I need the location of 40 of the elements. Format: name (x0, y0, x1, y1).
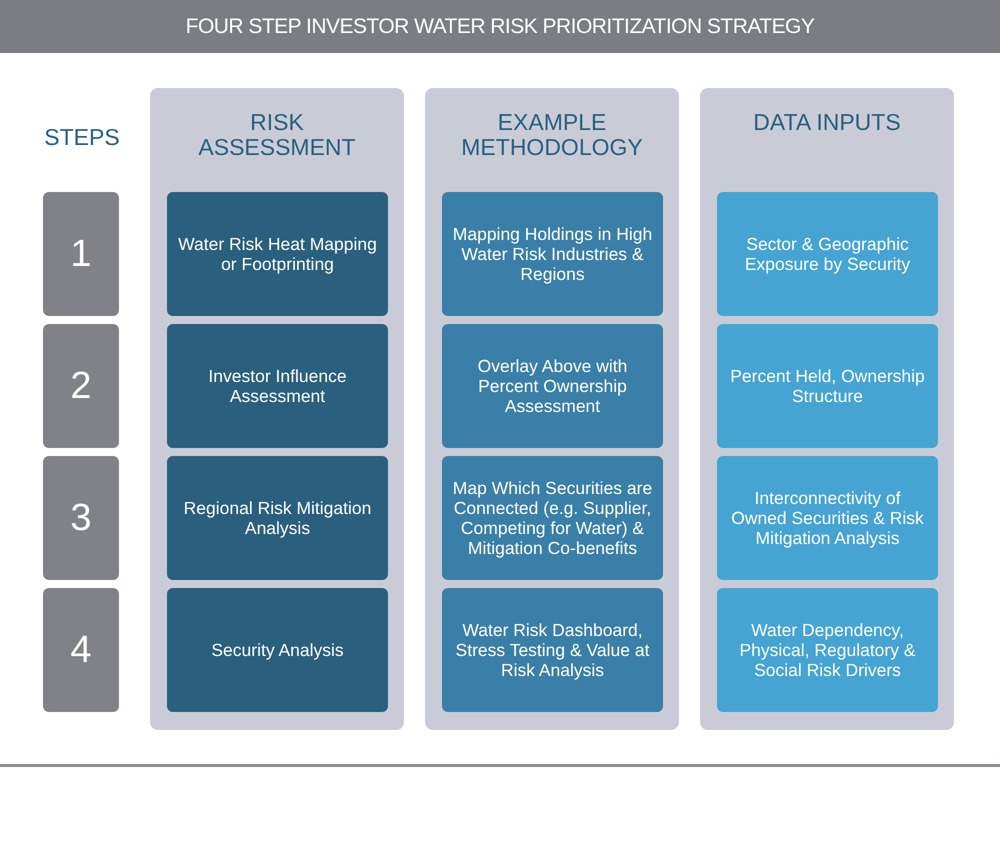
column-heading: EXAMPLE METHODOLOGY (460, 110, 644, 160)
step-number-box (43, 456, 119, 580)
box-text: Water Risk Dashboard, Stress Testing & Value at Risk Analysis (454, 620, 650, 680)
box-text: Percent Held, Ownership Structure (729, 366, 926, 406)
process-box (167, 324, 388, 448)
process-box (442, 456, 663, 580)
column-panel (700, 88, 954, 730)
column-heading: DATA INPUTS (752, 110, 902, 135)
box-text: Water Risk Heat Mapping or Footprinting (177, 234, 378, 274)
process-box (167, 192, 388, 316)
step-number: 1 (70, 232, 92, 276)
box-text: Investor Influence Assessment (207, 366, 348, 406)
process-box (167, 456, 388, 580)
process-box (442, 588, 663, 712)
title-banner: FOUR STEP INVESTOR WATER RISK PRIORITIZATION STRATEGY (0, 0, 1000, 53)
process-box (442, 324, 663, 448)
step-number-box (43, 588, 119, 712)
box-text: Security Analysis (211, 640, 344, 660)
process-box (717, 192, 938, 316)
box-text: Water Dependency, Physical, Regulatory & Social Risk Drivers (738, 620, 917, 680)
process-box (717, 456, 938, 580)
step-number-box (43, 324, 119, 448)
box-text: Overlay Above with Percent Ownership Assessment (476, 356, 628, 416)
box-text: Interconnectivity of Owned Securities & Risk Mitigation Analysis (730, 488, 925, 548)
column-heading: STEPS (44, 123, 120, 152)
column-panel (425, 88, 679, 730)
column-panel (150, 88, 404, 730)
step-number-box (43, 192, 119, 316)
box-text: Map Which Securities are Connected (e.g. Supplier, Competing for Water) & Mitigation Co-benefits (452, 478, 654, 558)
box-text: Regional Risk Mitigation Analysis (182, 498, 372, 538)
process-box (442, 192, 663, 316)
box-text: Mapping Holdings in High Water Risk Industries & Regions (452, 224, 654, 284)
step-number: 3 (70, 496, 92, 540)
column-heading: RISK ASSESSMENT (197, 110, 357, 160)
process-box (167, 588, 388, 712)
process-box (717, 324, 938, 448)
process-box (717, 588, 938, 712)
step-number: 4 (70, 628, 92, 672)
step-number: 2 (70, 364, 92, 408)
box-text: Sector & Geographic Exposure by Security (744, 234, 912, 274)
